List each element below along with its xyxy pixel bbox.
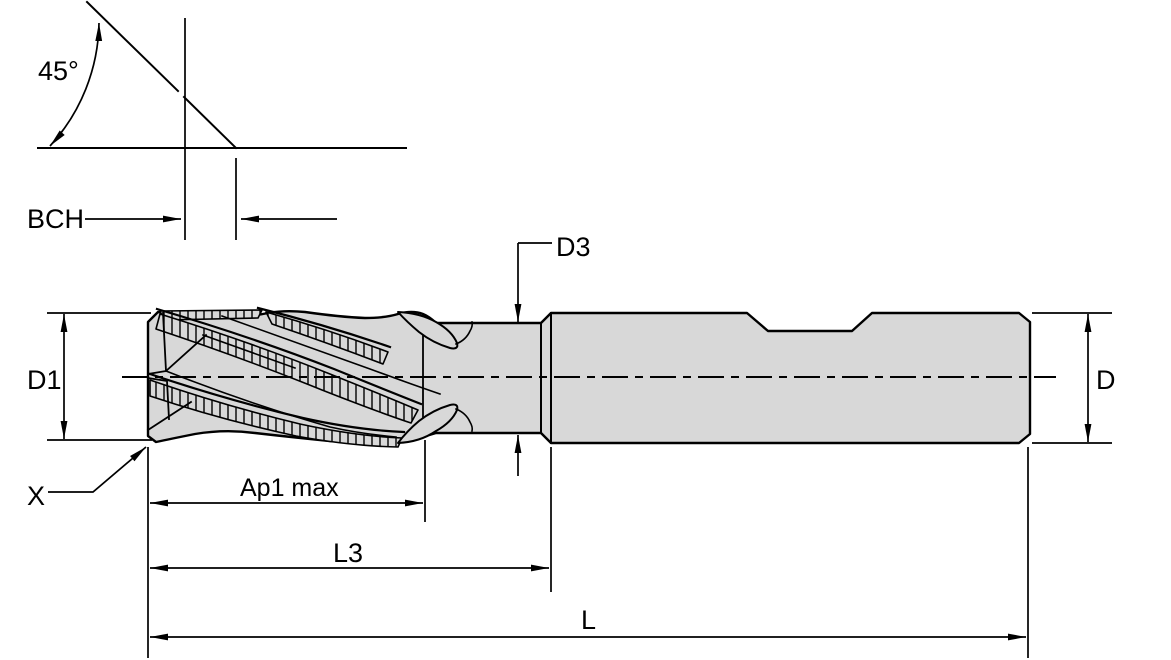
ap1-max-label: Ap1 max (240, 474, 339, 502)
flute-valley-line (164, 369, 397, 438)
flute-runout-blend-line (454, 407, 474, 432)
flute-runout-blend-line (454, 321, 474, 346)
x-label: X (27, 481, 45, 511)
flute-runout-lobe-bottom (397, 403, 459, 444)
chamfer-detail-view: 45° BCH (27, 0, 407, 240)
flute-cutting-edge-line (148, 372, 406, 434)
l-dimension: L (147, 447, 1029, 658)
chamfer-45-line-upper (85, 0, 180, 93)
x-leader-arrow (48, 446, 147, 493)
chamfer-angle-label: 45° (38, 56, 79, 86)
flute-cutting-edge-line (155, 307, 423, 406)
d-dimension: D (1032, 312, 1116, 444)
flute-serration-band (265, 311, 389, 365)
d-label: D (1096, 365, 1116, 395)
d3-dimension: D3 (514, 232, 591, 476)
chamfer-45-line-lower (182, 95, 238, 150)
end-face-facet-line (146, 376, 193, 432)
l3-dimension: L3 (150, 447, 552, 592)
end-mill-side-view (122, 306, 1056, 448)
d1-label: D1 (27, 365, 62, 395)
dimensions: D3 D1 D X Ap1 max (27, 232, 1116, 658)
chamfer-angle-arc-arrow (49, 22, 103, 147)
bch-label: BCH (27, 204, 84, 234)
l-label: L (581, 605, 596, 635)
flute-serration-band (149, 379, 403, 448)
l3-label: L3 (333, 538, 363, 568)
ap1-max-dimension: Ap1 max (150, 440, 426, 522)
flute-runout-lobe-top (397, 311, 459, 350)
end-face-facet-line (146, 312, 208, 376)
d1-dimension: D1 (27, 312, 152, 441)
flute-valley-line (201, 333, 297, 370)
flute-section (146, 306, 474, 448)
flute-cutting-edge-line (256, 306, 392, 349)
flute-valley-line (220, 314, 442, 396)
x-callout: X (27, 446, 147, 511)
d3-label: D3 (556, 232, 591, 262)
